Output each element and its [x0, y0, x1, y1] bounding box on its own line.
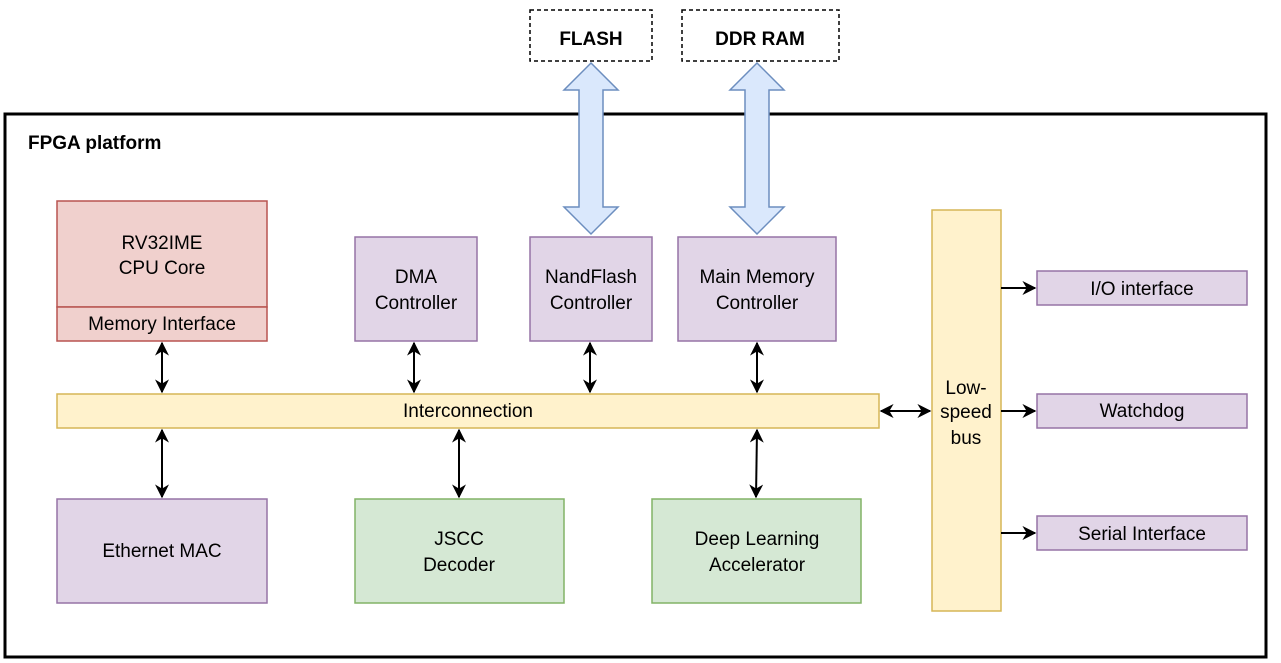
low-speed-bus-label-line1: Low-: [945, 378, 986, 399]
nandflash-label-line1: NandFlash: [545, 267, 637, 288]
ddr-ram-box: [681, 9, 840, 62]
dla-label-line1: Deep Learning: [695, 529, 820, 550]
memory-interface-label: Memory Interface: [88, 314, 236, 335]
dma-label-line2: Controller: [375, 293, 458, 314]
dma-controller-block: [354, 236, 478, 342]
ddr-ram-label: DDR RAM: [715, 29, 805, 50]
ethernet-mac-block: [56, 498, 268, 604]
fpga-platform-title: FPGA platform: [28, 133, 161, 154]
cpu-core-label-line1: RV32IME: [122, 233, 203, 254]
io-interface-label: I/O interface: [1090, 279, 1194, 300]
dla-interconnect-arrow: [749, 428, 764, 499]
main-memory-label-line2: Controller: [716, 293, 799, 314]
low-speed-bus-block: [931, 209, 1002, 612]
serial-interface-block: [1036, 515, 1248, 551]
cpu-core-label-line2: CPU Core: [119, 258, 206, 279]
ethernet-mac-label: Ethernet MAC: [102, 541, 221, 562]
main-memory-controller-block: [677, 236, 837, 342]
jscc-label-line2: Decoder: [423, 555, 495, 576]
low-speed-bus-label-line3: bus: [951, 428, 982, 449]
deep-learning-accelerator-block: [651, 498, 862, 604]
flash-double-arrow: [562, 61, 620, 236]
dla-label-line2: Accelerator: [709, 555, 806, 576]
watchdog-block: [1036, 393, 1248, 429]
io-interface-block: [1036, 270, 1248, 306]
memory-interface-block: [56, 306, 268, 342]
flash-box: [529, 9, 653, 62]
dma-label-line1: DMA: [395, 267, 438, 288]
flash-label: FLASH: [559, 29, 622, 50]
watchdog-label: Watchdog: [1100, 401, 1185, 422]
jscc-label-line1: JSCC: [434, 529, 484, 550]
cpu-core-block: [56, 200, 268, 308]
interconnection-bar: [56, 393, 880, 429]
nandflash-label-line2: Controller: [550, 293, 633, 314]
ddr-double-arrow: [728, 61, 786, 236]
jscc-decoder-block: [354, 498, 565, 604]
low-speed-bus-label-line2: speed: [940, 402, 992, 423]
interconnection-label: Interconnection: [403, 401, 533, 422]
serial-interface-label: Serial Interface: [1078, 524, 1206, 545]
nandflash-controller-block: [529, 236, 653, 342]
main-memory-label-line1: Main Memory: [699, 267, 815, 288]
